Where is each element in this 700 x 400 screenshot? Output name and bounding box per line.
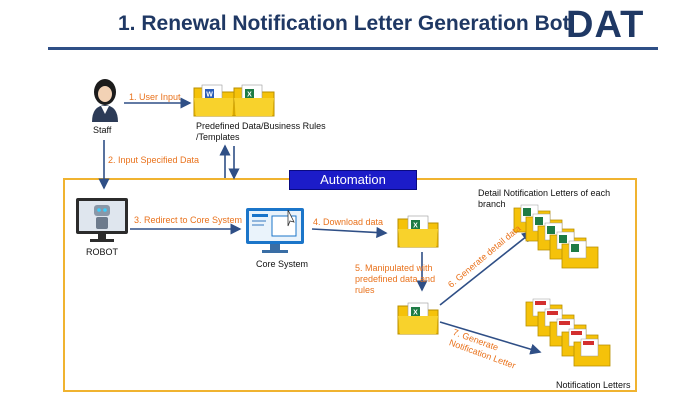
step-2-label: 2. Input Specified Data [108,155,200,165]
arrow-letters [439,321,542,355]
download-excel-folder-icon: X [397,215,439,248]
svg-text:W: W [206,92,213,99]
step-3-label: 3. Redirect to Core System [134,215,243,225]
svg-text:X: X [413,223,418,230]
predefined-label: Predefined Data/Business Rules /Template… [196,121,326,142]
automation-label: Automation [289,170,417,190]
dat-logo: DAT [566,4,645,46]
user-icon [92,79,118,122]
robot-monitor-icon [76,198,128,242]
notification-letters-label: Notification Letters [556,380,631,390]
manipulated-excel-folder-icon: X [397,302,439,335]
excel-folder-stack-icon [513,204,599,269]
detail-letters-label: Detail Notification Letters of each bran… [478,188,611,209]
step-5-label: 5. Manipulated with predefined data and … [355,263,436,295]
arrow-detail [439,231,534,306]
word-folder-icon: W [193,84,235,117]
title-rule [48,47,658,50]
step-1-label: 1. User Input [129,92,181,102]
staff-label: Staff [93,125,112,135]
arrow-download [311,226,388,239]
svg-text:X: X [413,310,418,317]
robot-label: ROBOT [86,247,119,257]
core-system-label: Core System [256,259,309,269]
excel-folder-icon: X [233,84,275,117]
svg-text:X: X [247,92,252,99]
page-title: 1. Renewal Notification Letter Generatio… [118,12,570,35]
pdf-folder-stack-icon [525,298,611,367]
step-4-label: 4. Download data [313,217,384,227]
computer-icon [246,208,304,253]
